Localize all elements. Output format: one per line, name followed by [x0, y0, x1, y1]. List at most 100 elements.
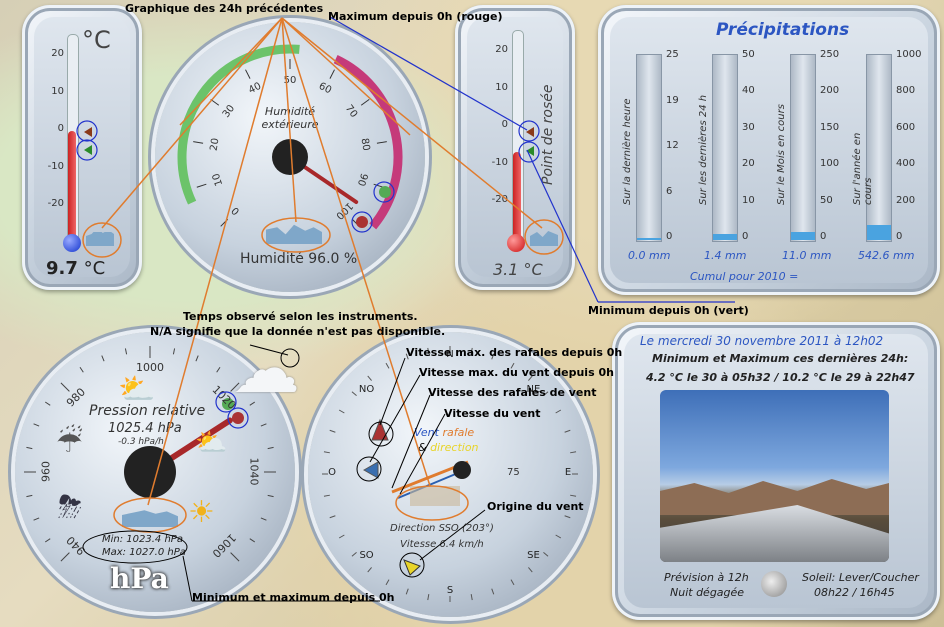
temperature-min-marker-icon	[84, 145, 92, 155]
precip-fill	[867, 225, 891, 240]
precip-tick-label: 50	[820, 194, 833, 206]
precip-tick-label: 19	[666, 94, 679, 106]
wind-legend-and: &	[418, 441, 427, 454]
annotation-wind-origin: Origine du vent	[487, 500, 584, 513]
moon-icon	[761, 571, 787, 597]
pressure-tick-label: 960	[39, 461, 53, 482]
annotation-min-max-0h: Minimum et maximum depuis 0h	[192, 591, 395, 604]
annotation-gust-max: Vitesse max. des rafales depuis 0h	[406, 346, 623, 359]
precip-tube	[790, 54, 816, 242]
precip-column-label: Sur le Mois en cours	[776, 104, 787, 205]
precip-tick-label: 1000	[896, 49, 922, 60]
pressure-min: Min: 1023.4 hPa	[102, 534, 183, 545]
precip-tick-label: 800	[896, 85, 916, 97]
thermometer_temp-tick-label: 10	[51, 85, 64, 97]
dewpoint-tick-label: -20	[491, 194, 508, 205]
temperature-value: 9.7 °C	[46, 258, 105, 279]
wind-direction-label: O	[328, 467, 336, 478]
precip-column-label: Sur la dernière heure	[622, 98, 633, 205]
webcam-image	[660, 390, 889, 562]
pressure-value: 1025.4 hPa	[108, 421, 182, 436]
wind-direction-label: N	[446, 349, 454, 360]
annotation-graph-24h: Graphique des 24h précédentes	[125, 2, 324, 15]
info-date: Le mercredi 30 novembre 2011 à 12h02	[640, 334, 884, 348]
storm-cloud-icon: ⛈	[58, 490, 82, 525]
dewpoint-tick-label: 0	[501, 119, 508, 130]
wind-direction-label: E	[564, 467, 572, 478]
precip-title: Précipitations	[716, 20, 850, 40]
precip-tick-label: 30	[742, 121, 755, 133]
annotation-wind-speed: Vitesse du vent	[444, 407, 541, 420]
wind-legend-direction: direction	[430, 441, 479, 454]
precip-tick-label: 25	[666, 49, 679, 60]
wind-direction-label: NE	[526, 383, 541, 395]
info-forecast-line2: Nuit dégagée	[670, 586, 745, 599]
precip-fill	[637, 238, 661, 240]
precip-tube	[636, 54, 662, 242]
sun-cloud-icon: ⛅	[118, 372, 156, 407]
wind-direction-label: SE	[527, 550, 540, 562]
humidity-tick-label: 50	[283, 75, 297, 86]
info-forecast-line1: Prévision à 12h	[664, 571, 749, 584]
current-weather-cloud-icon: ☁	[232, 330, 300, 409]
precip-tick-label: 200	[896, 194, 916, 206]
info-minmax-values: 4.2 °C le 30 à 05h32 / 10.2 °C le 29 à 2…	[646, 371, 915, 384]
humidity-title: Humidité extérieure	[255, 105, 325, 131]
wind-direction-text: Direction SSO (203°)	[390, 523, 494, 534]
precip-tick-label: 40	[742, 85, 755, 97]
annotation-gust-speed: Vitesse des rafales de vent	[428, 386, 597, 399]
precip-tick-label: 0	[742, 231, 749, 242]
dewpoint-tick-label: 20	[495, 44, 508, 55]
annotation-wind-max: Vitesse max. du vent depuis 0h	[419, 366, 614, 379]
precip-tick-label: 400	[896, 158, 916, 170]
pressure-trend: -0.3 hPa/h	[118, 437, 164, 447]
precip-fill	[791, 232, 815, 240]
temperature-mercury	[68, 131, 76, 244]
wind-legend-rafale: rafale	[442, 426, 475, 439]
temperature-value-number: 9.7	[46, 258, 78, 279]
precip-tick-label: 12	[666, 140, 679, 151]
info-sun-line2: 08h22 / 16h45	[814, 586, 895, 599]
precip-column-value: 0.0 mm	[628, 249, 671, 262]
humidity-readout: Humidité 96.0 %	[240, 251, 358, 267]
thermometer_temp-tick-label: -20	[47, 198, 64, 209]
precip-tick-label: 50	[742, 49, 755, 60]
dewpoint-value-unit: °C	[523, 260, 543, 279]
thermometer_temp-tick-label: 20	[51, 48, 64, 59]
precip-tick-label: 0	[896, 231, 903, 242]
wind-legend-line2: & direction	[418, 441, 479, 454]
temperature-max-marker-icon	[84, 127, 92, 137]
thermometer_temp-tick-label: 0	[57, 123, 64, 134]
dewpoint-value-number: 3.1	[493, 260, 519, 279]
precip-tick-label: 250	[820, 49, 840, 60]
pressure-unit: hPa	[110, 562, 169, 595]
wind-scale-mark: 75	[507, 467, 520, 478]
precip-column-value: 11.0 mm	[782, 249, 832, 262]
rain-cloud-icon: ☔	[56, 425, 83, 460]
precip-column-value: 1.4 mm	[704, 249, 747, 262]
wind-direction-label: NO	[358, 383, 375, 395]
dewpoint-min-marker-icon	[526, 146, 534, 156]
annotation-weather-line1: Temps observé selon les instruments.	[183, 310, 418, 323]
dewpoint-tick-label: -10	[491, 156, 508, 168]
annotation-max-red: Maximum depuis 0h (rouge)	[328, 10, 503, 23]
precip-tick-label: 150	[820, 121, 840, 133]
precip-tick-label: 0	[820, 231, 827, 242]
precip-tube	[712, 54, 738, 242]
precip-column-label: Sur les dernières 24 h	[698, 94, 709, 205]
sun-cloud-small-icon: ⛅	[195, 428, 228, 458]
annotation-min-green: Minimum depuis 0h (vert)	[588, 304, 749, 317]
wind-legend: Vent rafale	[414, 426, 474, 439]
temperature-value-unit: °C	[83, 258, 106, 279]
pressure-max: Max: 1027.0 hPa	[102, 547, 186, 558]
precip-cumul: Cumul pour 2010 =	[690, 270, 799, 283]
dewpoint-value: 3.1 °C	[493, 260, 543, 279]
humidity-title-line2: extérieure	[261, 118, 319, 131]
precip-column-label: Sur l'année en cours	[852, 132, 874, 205]
wind-direction-label: SO	[359, 550, 374, 562]
info-sun-line1: Soleil: Lever/Coucher	[802, 571, 919, 584]
humidity-title-line1: Humidité	[264, 105, 316, 118]
annotation-weather-line2: N/A signifie que la donnée n'est pas dis…	[150, 325, 446, 338]
dewpoint-mercury	[513, 152, 521, 240]
precip-tick-label: 6	[666, 185, 673, 197]
